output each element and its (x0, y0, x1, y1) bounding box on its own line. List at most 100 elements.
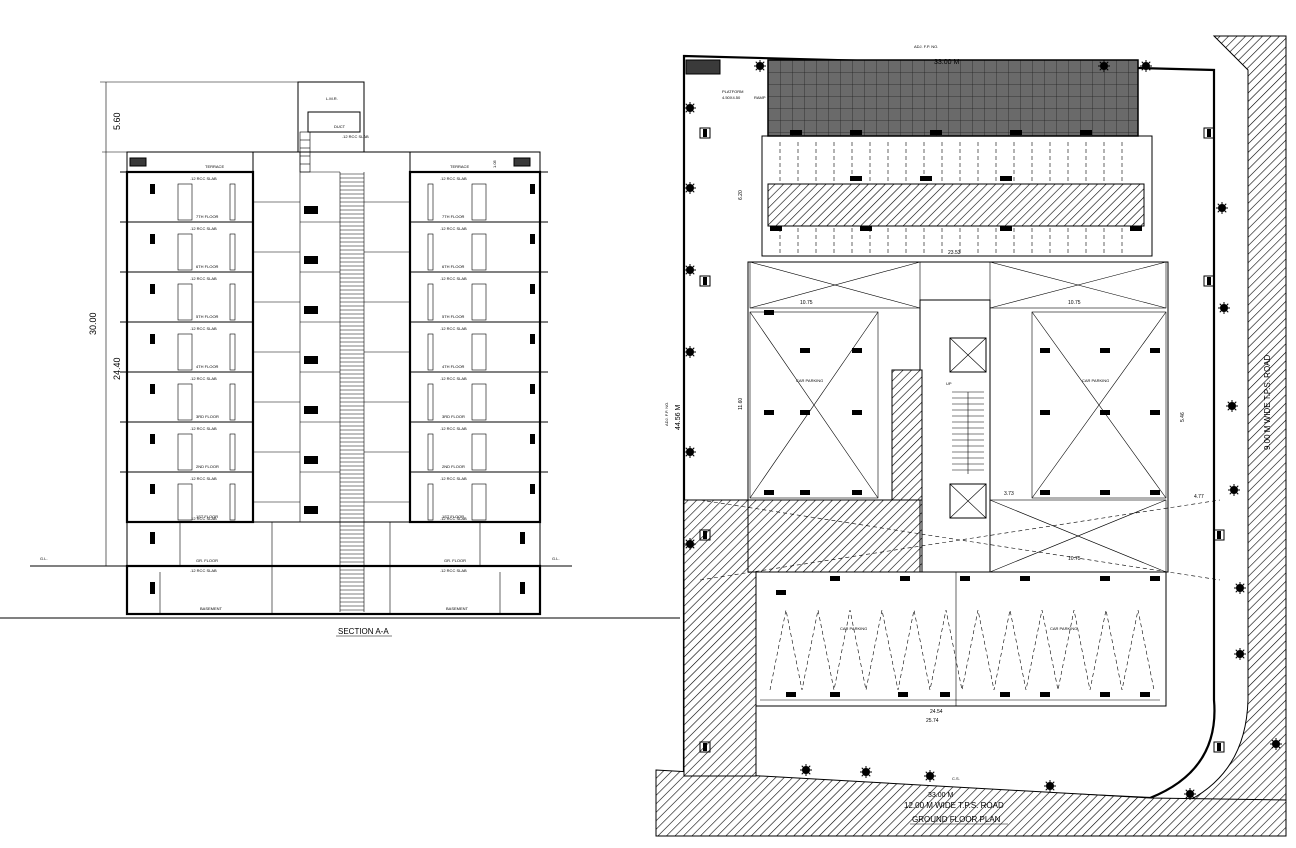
left-slab-label: .12 RCC SLAB (190, 226, 217, 231)
plan-title: GROUND FLOOR PLAN (912, 815, 1001, 824)
dim-f: 23.53 (948, 250, 961, 256)
tree-icon (684, 538, 696, 550)
dim-c: 10.75 (1068, 556, 1081, 562)
duct-label: DUCT (334, 124, 346, 129)
tree-icon (684, 264, 696, 276)
adj-fp-left: ADJ. F.P. NO. (664, 402, 669, 426)
up-label: UP (946, 381, 952, 386)
right-slab-label: .12 RCC SLAB (440, 516, 467, 521)
tree-icon (1184, 788, 1196, 800)
gl-left: G.L. (40, 556, 48, 561)
left-floor-label: 3RD FLOOR (196, 414, 219, 419)
left-floor-label: BASEMENT (200, 606, 223, 611)
terrace: TERRACE TERRACE 1.05 (126, 151, 541, 173)
top-parking (761, 135, 1153, 257)
core-landings (253, 171, 410, 514)
left-slab-label: .12 RCC SLAB (190, 516, 217, 521)
structural-cross-boxes (699, 261, 1221, 581)
road-right: 9.00 M WIDE T.P.S. ROAD (1263, 354, 1272, 450)
tree-icon (1218, 302, 1230, 314)
tree-icon (754, 60, 766, 72)
hatched-court (747, 499, 923, 573)
right-floor-label: 3RD FLOOR (442, 414, 465, 419)
lmr-slab: .12 RCC SLAB (342, 134, 369, 139)
dim-i: 6.20 (738, 190, 744, 200)
dim-h: 3.73 (1004, 491, 1014, 497)
right-slab-label: .12 RCC SLAB (440, 176, 467, 181)
bottom-road (655, 769, 1287, 837)
plan-drawing: PLATFORM 4.50X4.50 RAMP UP CAR PARKING C… (655, 35, 1287, 837)
terrace-right: TERRACE (450, 164, 469, 169)
right-slab-label: .12 RCC SLAB (440, 326, 467, 331)
left-floor-label: GR. FLOOR (196, 558, 218, 563)
tree-icon (684, 182, 696, 194)
tree-icon (1270, 738, 1282, 750)
car-parking-c: CAR PARKING (796, 378, 823, 383)
left-slab-label: .12 RCC SLAB (190, 276, 217, 281)
terrace-height: 1.05 (492, 159, 497, 168)
right-floor-label: GR. FLOOR (444, 558, 466, 563)
bottom-dim: 33.00 M (928, 792, 953, 799)
left-slab-label: .12 RCC SLAB (190, 326, 217, 331)
right-floor-label: 5TH FLOOR (442, 314, 465, 319)
tree-icon (1234, 582, 1246, 594)
dim-k: 5.46 (1180, 412, 1186, 422)
dim-g: 4.77 (1194, 494, 1204, 500)
left-floor-label: 1ST FLOOR (196, 514, 218, 519)
right-floor-label: 1ST FLOOR (442, 514, 464, 519)
stair-treads (340, 173, 364, 611)
right-floor-label: 2ND FLOOR (442, 464, 465, 469)
ramp-area (767, 59, 1139, 137)
road-bottom: 12.00 M WIDE T.P.S. ROAD (904, 801, 1004, 810)
tree-icon (1216, 202, 1228, 214)
left-floor-label: 5TH FLOOR (196, 314, 219, 319)
ground-and-basement: G.L. G.L. (30, 521, 572, 616)
terrace-left: TERRACE (205, 164, 224, 169)
left-floor-label: 6TH FLOOR (196, 264, 219, 269)
right-floor-label: 4TH FLOOR (442, 364, 465, 369)
dim-j: 11.60 (738, 398, 744, 410)
gl-right: G.L. (552, 556, 560, 561)
tree-icon (1228, 484, 1240, 496)
columns (699, 127, 1225, 753)
tree-icon (924, 770, 936, 782)
left-dim: 44.56 M (675, 405, 682, 430)
dim-floors: 24.40 (112, 357, 122, 380)
car-parking-b: CAR PARKING (1050, 626, 1077, 631)
right-slab-label: .12 RCC SLAB (440, 226, 467, 231)
tree-icon (684, 102, 696, 114)
trees (684, 60, 1282, 800)
left-floor-label: 2ND FLOOR (196, 464, 219, 469)
right-floor-label: 6TH FLOOR (442, 264, 465, 269)
central-core (919, 299, 991, 573)
left-slab-label: .12 RCC SLAB (190, 176, 217, 181)
left-hatch (683, 499, 757, 777)
tree-icon (1226, 400, 1238, 412)
cs-label: C.S. (952, 776, 960, 781)
driveway-strip (767, 183, 1145, 227)
adj-fp-top: ADJ. F.P. NO. (914, 44, 938, 49)
tree-icon (860, 766, 872, 778)
right-slab-label: .12 RCC SLAB (440, 426, 467, 431)
lift-upper (949, 337, 987, 373)
tree-icon (1044, 780, 1056, 792)
car-parking-a: CAR PARKING (840, 626, 867, 631)
right-slab-label: .12 RCC SLAB (440, 376, 467, 381)
tree-icon (684, 346, 696, 358)
platform-label: PLATFORM (722, 89, 743, 94)
top-dim: 33.00 M (934, 59, 959, 66)
ramp-label: RAMP (754, 95, 766, 100)
tree-icon (1098, 60, 1110, 72)
site-boundary (682, 54, 1216, 800)
platform-size: 4.50X4.50 (722, 95, 741, 100)
lift-lower (949, 483, 987, 519)
lift-machine-room: L.M.R. DUCT .12 RCC SLAB (297, 81, 369, 173)
car-parking-d: CAR PARKING (1082, 378, 1109, 383)
tree-icon (684, 446, 696, 458)
dim-d: 24.54 (930, 709, 943, 715)
right-slab-label: .12 RCC SLAB (440, 276, 467, 281)
lower-parking (755, 571, 1167, 707)
tree-icon (1234, 648, 1246, 660)
dim-total: 30.00 (88, 312, 98, 335)
